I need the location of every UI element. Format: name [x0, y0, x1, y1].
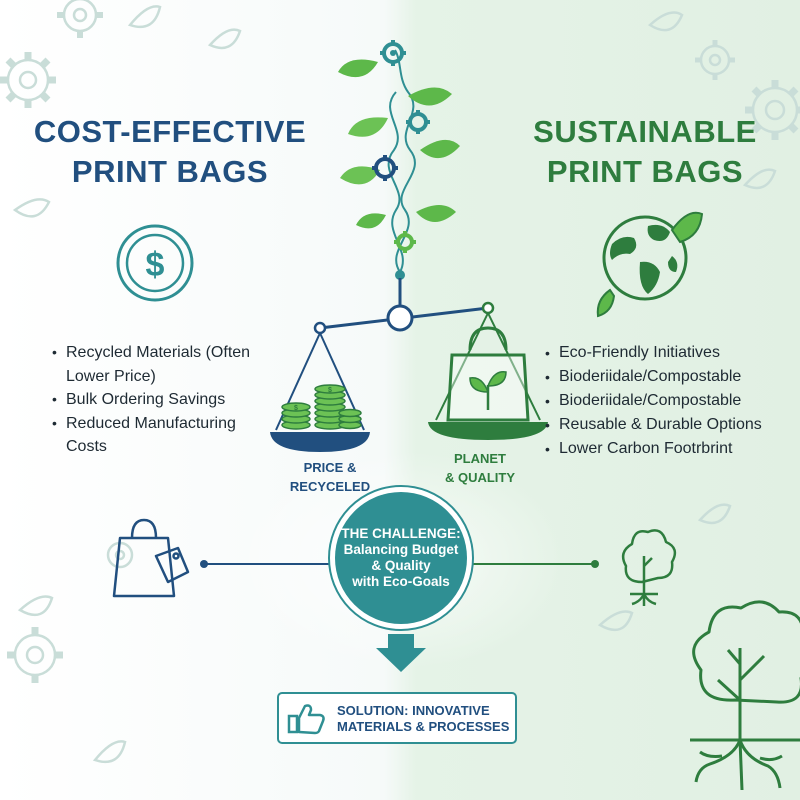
solution-line: SOLUTION: INNOVATIVE	[337, 703, 490, 718]
faint-leaf-icon	[17, 595, 54, 617]
list-item: Bioderiidale/Compostable	[545, 365, 795, 389]
challenge-line: THE CHALLENGE:	[341, 526, 461, 541]
list-item: Bulk Ordering Savings	[52, 388, 262, 412]
shopping-bag-tag-icon	[112, 518, 190, 598]
faint-gear-icon	[57, 0, 103, 38]
faint-leaf-icon	[92, 740, 127, 764]
gear-icon	[406, 110, 430, 134]
challenge-line: with Eco-Goals	[352, 574, 450, 589]
faint-gear-icon	[0, 52, 56, 108]
faint-leaf-icon	[12, 198, 51, 218]
list-item: Recycled Materials (Often Lower Price)	[52, 341, 262, 388]
gear-icon	[372, 155, 398, 181]
sustainable-title: SUSTAINABLE PRINT BAGS	[500, 112, 790, 192]
eco-bag-icon	[446, 326, 530, 422]
title-line: PRINT BAGS	[71, 154, 269, 189]
challenge-text: THE CHALLENGE: Balancing Budget & Qualit…	[331, 503, 471, 613]
faint-leaf-icon	[697, 503, 732, 525]
title-line: COST-EFFECTIVE	[33, 114, 307, 149]
connector-lines	[200, 560, 599, 568]
coin-stack-icon: $ $	[281, 384, 362, 430]
faint-leaf-icon	[207, 28, 242, 50]
planet-pan-label: PLANET & QUALITY	[420, 449, 540, 487]
svg-text:$: $	[294, 405, 298, 412]
cost-effective-title: COST-EFFECTIVE PRINT BAGS	[20, 112, 320, 192]
title-line: PRINT BAGS	[546, 154, 744, 189]
down-arrow-icon	[376, 634, 426, 672]
pan-label-line: PRICE &	[303, 460, 357, 475]
pan-label-line: RECYCELED	[289, 479, 371, 494]
svg-text:$: $	[328, 387, 332, 394]
list-item: Bioderiidale/Compostable	[545, 389, 795, 413]
earth-leaf-icon	[596, 211, 704, 318]
svg-text:$: $	[146, 246, 165, 284]
gear-icon	[380, 40, 406, 66]
price-pan-label: PRICE & RECYCELED	[270, 458, 390, 496]
list-item: Lower Carbon Footrbrint	[545, 437, 795, 461]
list-item: Reduced Manufacturing Costs	[52, 412, 262, 459]
faint-gear-icon	[695, 40, 735, 80]
solution-box: SOLUTION: INNOVATIVE MATERIALS & PROCESS…	[277, 692, 517, 744]
faint-gear-icon	[745, 80, 800, 140]
thumbs-up-icon	[287, 704, 325, 735]
cost-benefits-list: Recycled Materials (Often Lower Price) B…	[52, 341, 262, 459]
solution-line: MATERIALS & PROCESSES	[337, 719, 510, 734]
gear-icon	[394, 231, 416, 253]
solution-text: SOLUTION: INNOVATIVE MATERIALS & PROCESS…	[337, 703, 517, 735]
dollar-coin-icon: $	[116, 224, 194, 302]
vine-gears-icon	[338, 40, 460, 280]
sapling-tree-icon	[621, 529, 677, 606]
sustainability-benefits-list: Eco-Friendly Initiatives Bioderiidale/Co…	[545, 341, 795, 461]
list-item: Reusable & Durable Options	[545, 413, 795, 437]
decorative-faint-icons	[0, 0, 800, 764]
pan-label-line: & QUALITY	[444, 470, 516, 485]
faint-leaf-icon	[647, 11, 684, 32]
challenge-line: & Quality	[371, 558, 431, 573]
list-item: Eco-Friendly Initiatives	[545, 341, 795, 365]
faint-gear-icon	[7, 627, 63, 683]
title-line: SUSTAINABLE	[533, 114, 757, 149]
pan-label-line: PLANET	[454, 451, 506, 466]
challenge-circle	[328, 485, 474, 631]
faint-leaf-icon	[127, 5, 162, 29]
challenge-line: Balancing Budget	[343, 542, 459, 557]
faint-leaf-icon	[742, 168, 777, 190]
large-tree-roots-icon	[690, 600, 800, 791]
faint-leaf-icon	[597, 610, 634, 632]
